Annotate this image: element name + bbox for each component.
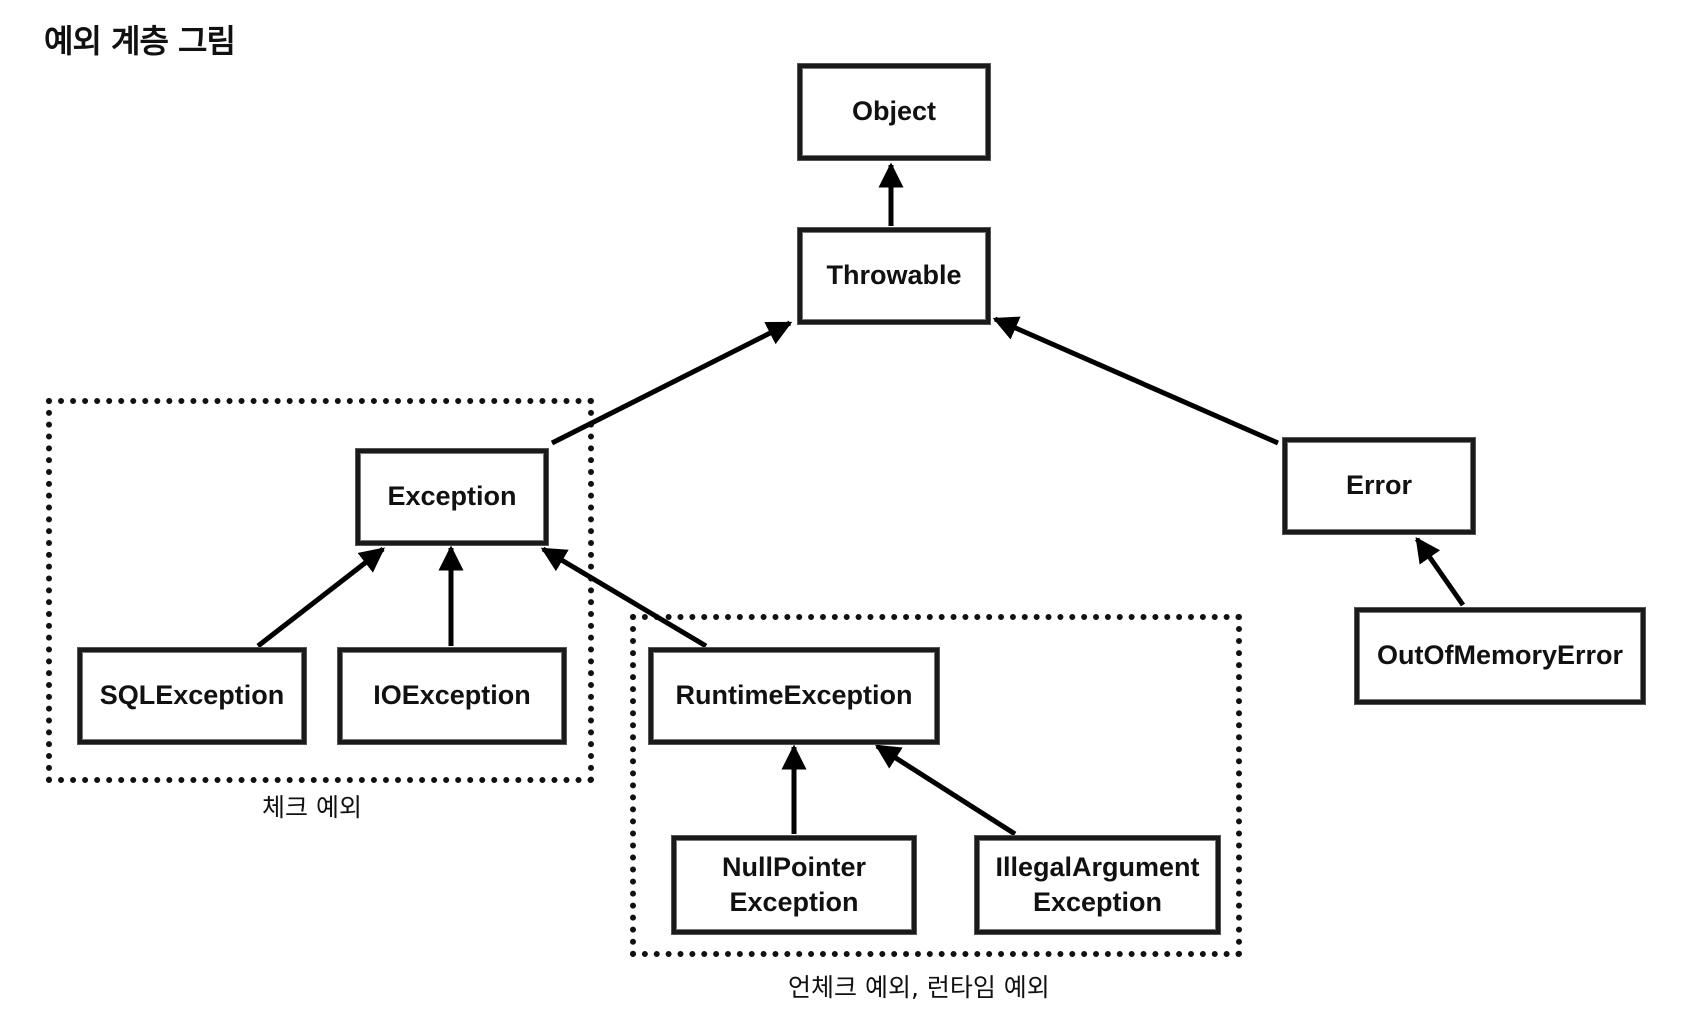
unchecked-exception-group [630, 614, 1242, 957]
node-error: Error [1283, 438, 1475, 534]
node-throwable: Throwable [798, 228, 990, 324]
arrow-illegalargument-runtimeexception [874, 743, 1017, 837]
arrow-outofmemoryerror-error [1414, 536, 1466, 607]
node-exception: Exception [356, 449, 548, 545]
node-ioexception: IOException [338, 648, 566, 744]
arrow-error-throwable [992, 316, 1280, 446]
arrow-sqlexception-exception [256, 547, 385, 648]
arrow-exception-throwable [550, 320, 793, 446]
unchecked-exception-label: 언체크 예외, 런타임 예외 [788, 973, 1050, 1002]
node-outofmemoryerror: OutOfMemoryError [1355, 608, 1645, 704]
checked-exception-label: 체크 예외 [262, 793, 362, 822]
checked-exception-group [46, 398, 594, 783]
node-sqlexception: SQLException [78, 648, 306, 744]
node-runtimeexception: RuntimeException [649, 648, 939, 744]
node-nullpointerexception: NullPointer Exception [672, 836, 916, 934]
page-title: 예외 계층 그림 [44, 22, 236, 60]
node-object: Object [798, 64, 990, 160]
arrow-runtimeexception-exception [540, 546, 708, 649]
node-illegalargumentexception: IllegalArgument Exception [975, 836, 1220, 934]
